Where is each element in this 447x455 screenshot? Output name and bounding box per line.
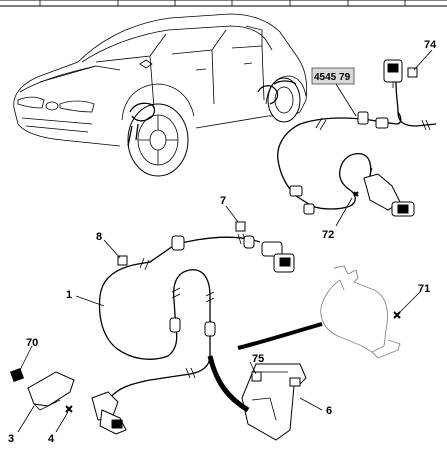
- callout-7: 7: [220, 195, 226, 207]
- car-illustration: [13, 13, 308, 177]
- front-sensor-harness: [9, 67, 418, 441]
- header-table-rule: [0, 0, 447, 7]
- rear-sensor-harness: 4545 79: [277, 59, 437, 217]
- mounting-bracket-ghost: [320, 265, 401, 359]
- reference-code: 4545 79: [314, 72, 351, 83]
- callout-3: 3: [8, 433, 14, 445]
- reference-code-box: [311, 67, 355, 85]
- callout-70: 70: [26, 337, 38, 349]
- callout-6: 6: [326, 405, 332, 417]
- callout-72: 72: [322, 229, 334, 241]
- callout-75: 75: [252, 353, 264, 365]
- callout-74: 74: [424, 39, 437, 51]
- callout-4: 4: [48, 433, 55, 445]
- callout-71: 71: [418, 283, 430, 295]
- callout-8: 8: [96, 231, 102, 243]
- callout-labels: 74 72 7 8 1 71 70 75 6 3 4: [8, 39, 437, 445]
- leader-lines: [17, 49, 433, 433]
- callout-1: 1: [66, 289, 72, 301]
